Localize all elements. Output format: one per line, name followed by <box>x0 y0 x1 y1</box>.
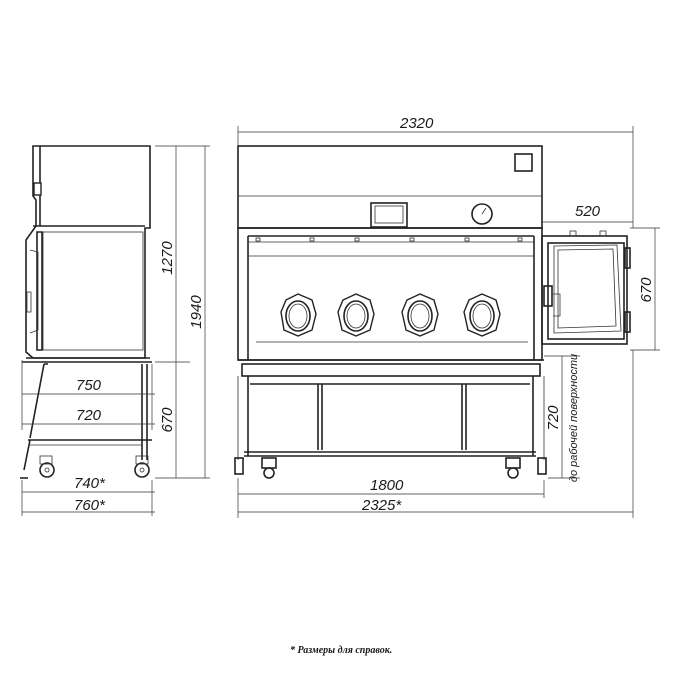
side-control-box <box>33 182 42 196</box>
pass-box <box>541 230 631 345</box>
dim-upper-height: 1270 <box>159 241 176 275</box>
side-wheel-right <box>134 462 150 478</box>
glove-port <box>337 293 375 337</box>
dim-base-depth: 740* <box>74 475 106 492</box>
dim-overall-width-top: 2320 <box>399 115 434 132</box>
dim-stand-depth: 750 <box>76 377 102 394</box>
front-view: 2320 520 670 720 до рабочей поверхности … <box>234 115 660 518</box>
front-top-indicator <box>514 153 533 172</box>
dim-side-box-width: 520 <box>575 203 601 220</box>
dim-work-height-note: до рабочей поверхности <box>568 354 580 482</box>
dim-overall-width-bottom: 2325* <box>361 497 402 514</box>
side-view: 750 720 740* 760* 1270 670 1940 <box>20 145 210 516</box>
dim-stand-height: 670 <box>159 407 176 433</box>
glove-port <box>401 293 439 337</box>
control-display <box>370 202 408 228</box>
dim-stand-depth-inner: 720 <box>76 407 102 424</box>
dim-inner-width: 1800 <box>370 477 404 494</box>
dim-work-height: 720 <box>545 405 562 431</box>
front-wheel-right <box>507 467 519 479</box>
side-wheel-left <box>39 462 55 478</box>
dim-side-box-height: 670 <box>638 277 655 303</box>
dim-total-height: 1940 <box>188 295 205 329</box>
front-wheel-left <box>263 467 275 479</box>
footnote: * Размеры для справок. <box>290 645 392 656</box>
glove-port <box>463 293 501 337</box>
dim-overall-depth: 760* <box>74 497 106 514</box>
glove-port <box>280 293 317 337</box>
pressure-gauge <box>471 203 493 225</box>
